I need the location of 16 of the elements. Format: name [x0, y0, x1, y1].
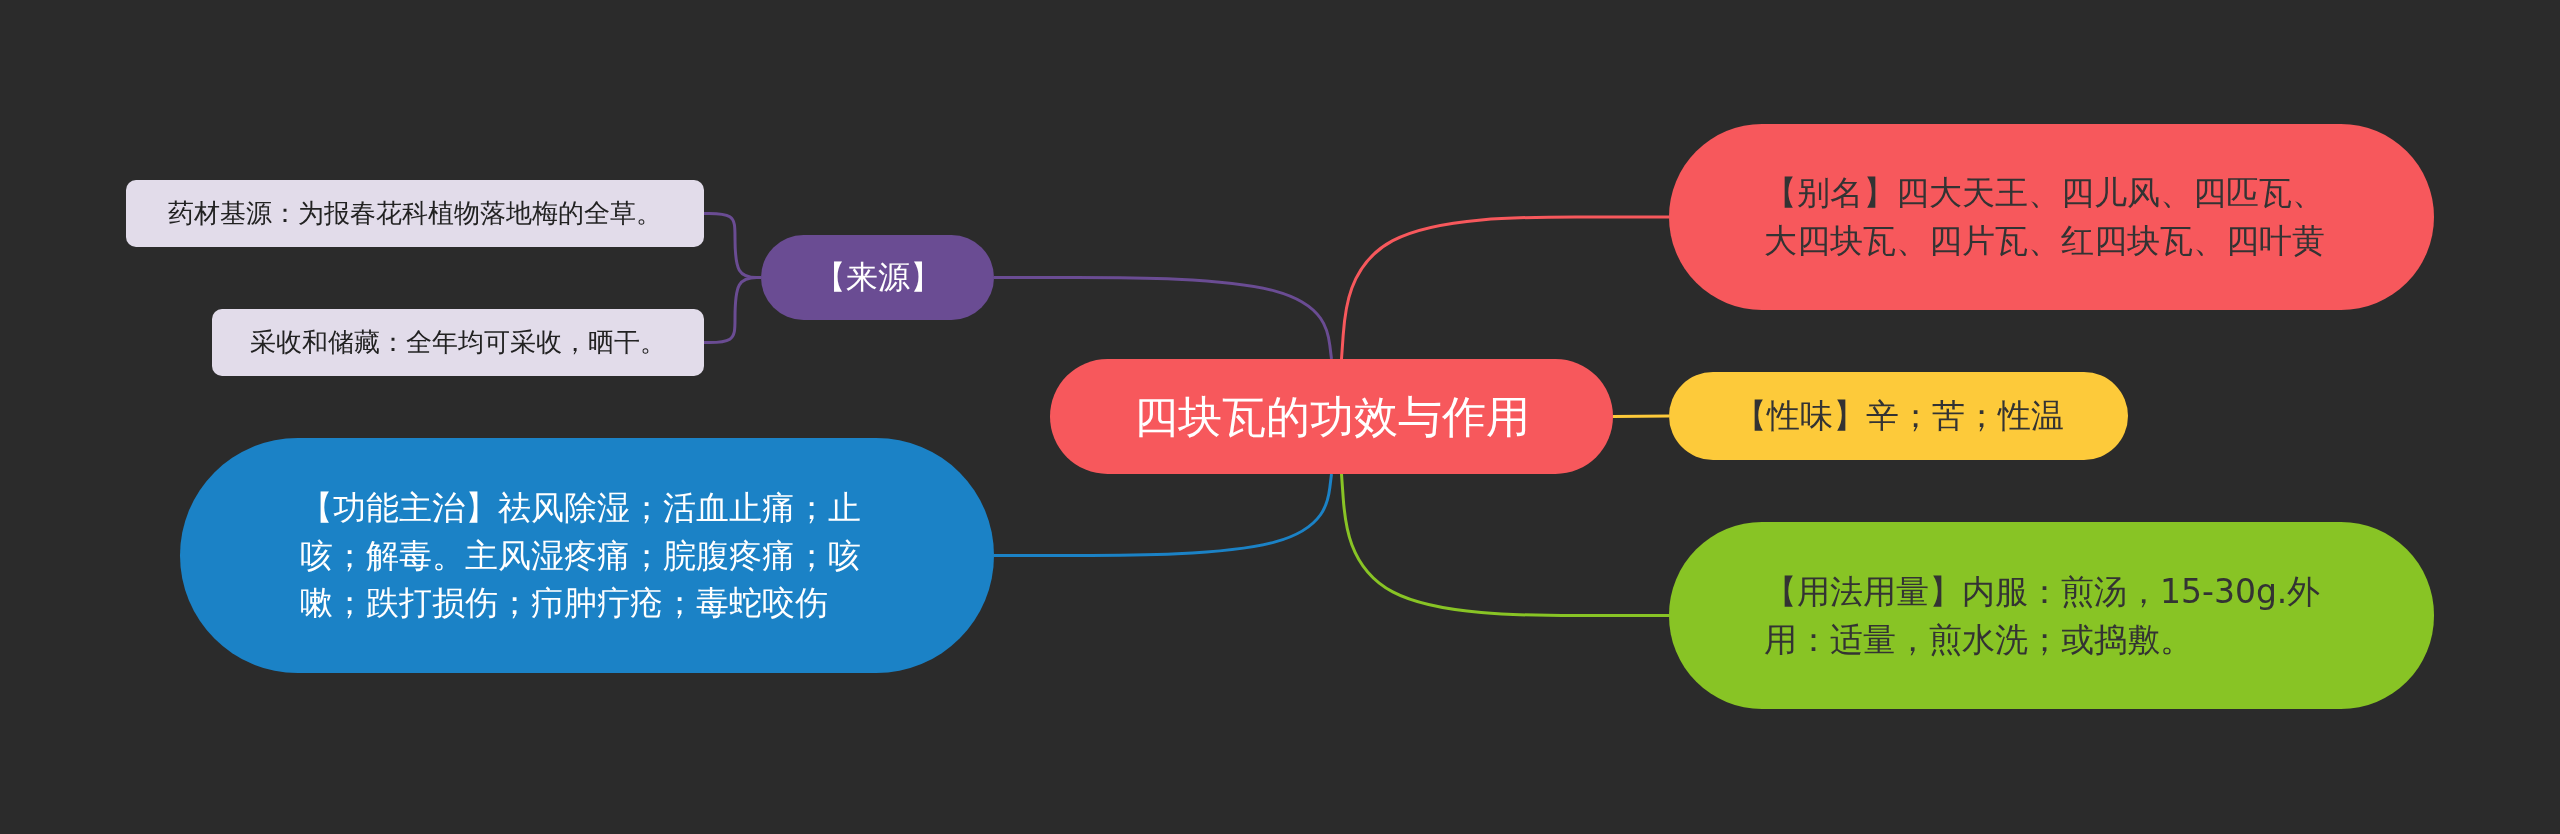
topic-text: 【功能主治】祛风除湿；活血止痛；止咳；解毒。主风湿疼痛；脘腹疼痛；咳嗽；跌打损伤；疖肿疔疮；毒蛇咬伤 [300, 486, 862, 625]
topic-text: 【用法用量】内服：煎汤，15-30g.外用：适量，煎水洗；或捣敷。 [1764, 570, 2322, 661]
topic-text: 【性味】辛；苦；性温 [1733, 395, 2064, 438]
topic-text: 【来源】 [813, 257, 942, 299]
topic-node [126, 180, 704, 247]
connector-line [1340, 215, 1669, 360]
topic-text: 采收和储藏：全年均可采收，晒干。 [250, 325, 666, 359]
connector-line [1340, 473, 1669, 617]
topic-node [212, 309, 704, 376]
connector-line [994, 473, 1333, 557]
connector-line [1613, 414, 1669, 418]
topic-text: 药材基源：为报春花科植物落地梅的全草。 [168, 196, 662, 230]
connector-line [704, 276, 761, 344]
connector-line [994, 276, 1333, 360]
topic-text: 四块瓦的功效与作用 [1133, 389, 1530, 444]
topic-text: 【别名】四大天王、四儿风、四匹瓦、大四块瓦、四片瓦、红四块瓦、四叶黄 [1764, 172, 2326, 262]
